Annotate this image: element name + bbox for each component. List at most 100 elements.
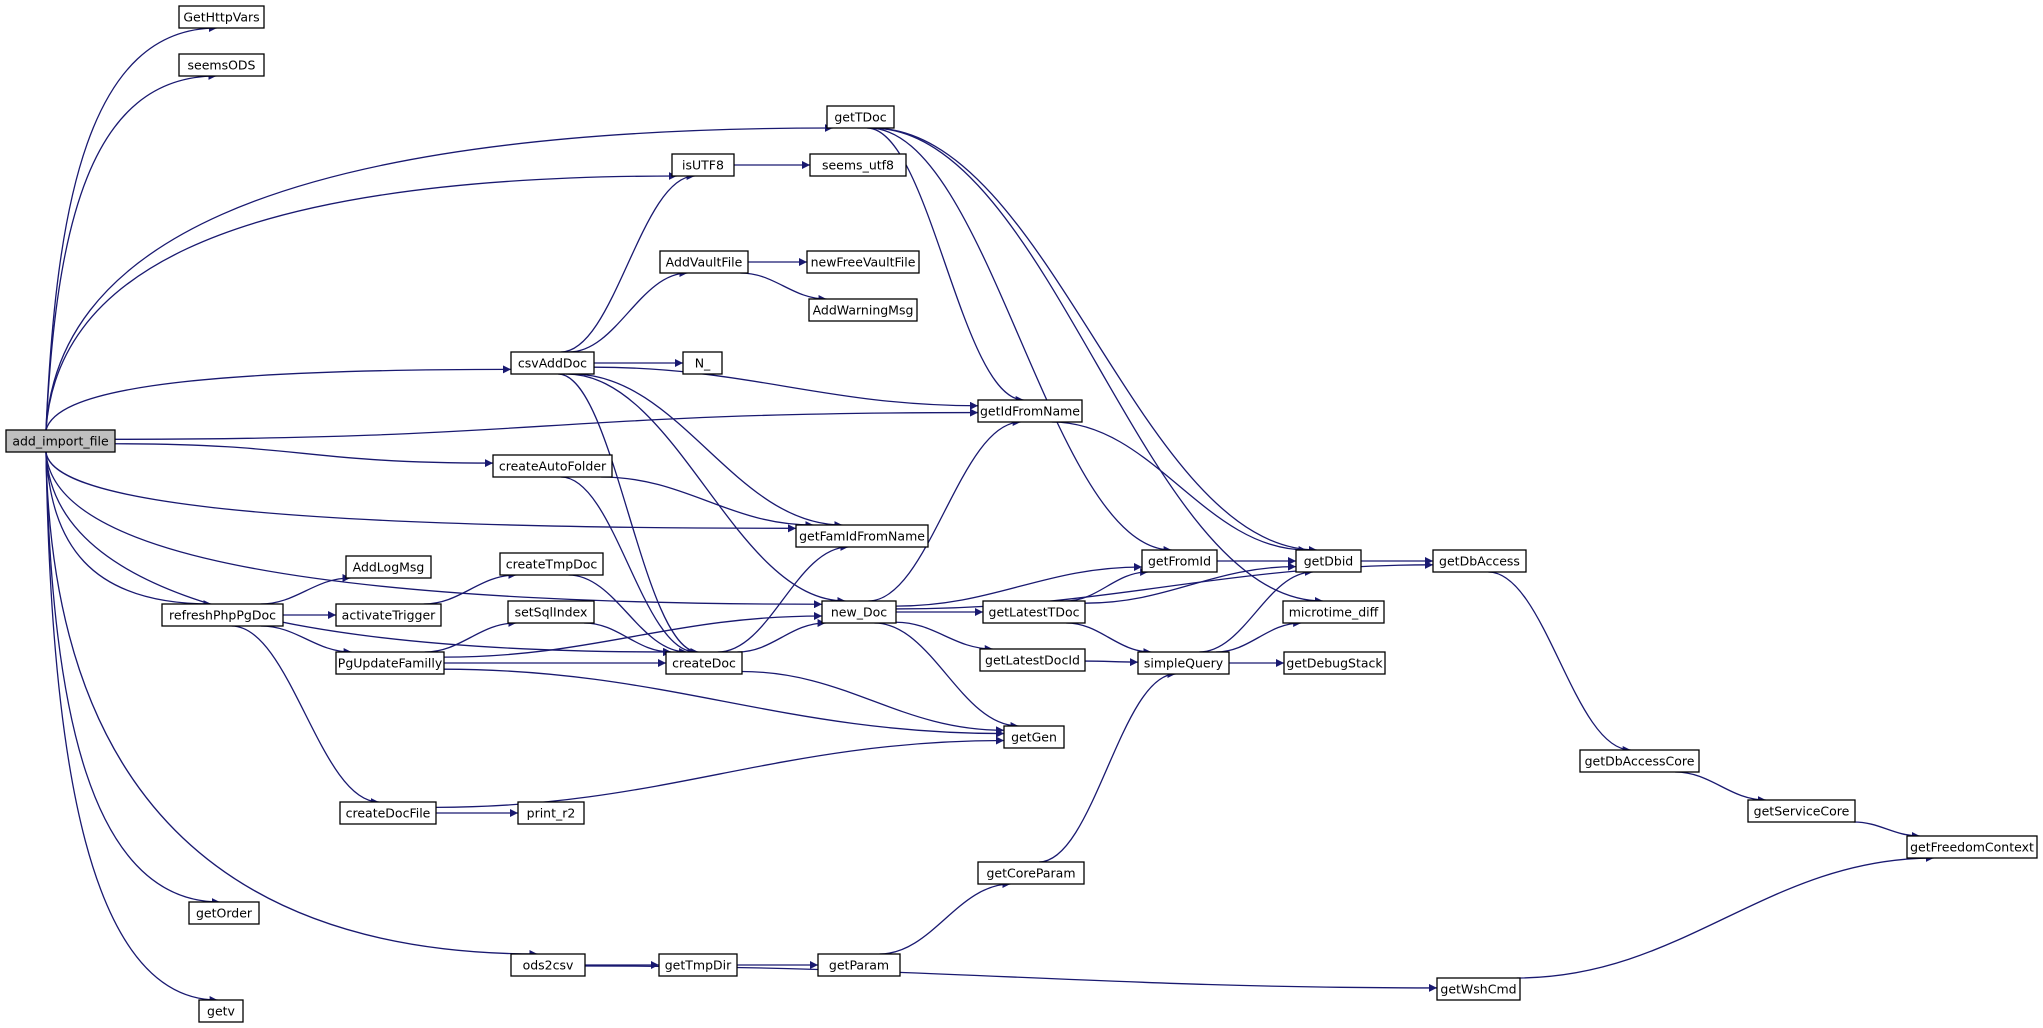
node-box[interactable] (826, 105, 895, 129)
node-box[interactable] (795, 524, 929, 548)
node-getLatestDocId[interactable]: getLatestDocId (979, 648, 1086, 672)
node-box[interactable] (821, 600, 897, 624)
edge-refreshPhpPgDoc-to-createDocFile (231, 625, 379, 806)
node-box[interactable] (1579, 749, 1700, 773)
node-csvAddDoc[interactable]: csvAddDoc (510, 351, 595, 375)
node-box[interactable] (198, 999, 244, 1023)
node-box[interactable] (335, 651, 445, 675)
node-getFromId[interactable]: getFromId (1141, 549, 1218, 573)
node-box[interactable] (517, 801, 585, 825)
node-box[interactable] (665, 651, 743, 675)
node-getServiceCore[interactable]: getServiceCore (1747, 799, 1856, 823)
node-seemsODS[interactable]: seemsODS (178, 53, 265, 77)
node-getOrder[interactable]: getOrder (188, 901, 260, 925)
node-getDbid[interactable]: getDbid (1295, 549, 1362, 573)
node-label: refreshPhpPgDoc (169, 608, 276, 623)
node-box[interactable] (161, 603, 284, 627)
edge-getCoreParam-to-simpleQuery (1038, 670, 1176, 863)
node-AddVaultFile[interactable]: AddVaultFile (659, 250, 749, 274)
node-box[interactable] (499, 552, 604, 576)
node-getv[interactable]: getv (198, 999, 244, 1023)
node-box[interactable] (1436, 977, 1521, 1001)
node-box[interactable] (1295, 549, 1362, 573)
node-simpleQuery[interactable]: simpleQuery (1137, 651, 1230, 675)
node-getDbAccess[interactable]: getDbAccess (1432, 549, 1527, 573)
node-box[interactable] (5, 429, 116, 453)
node-createDocFile[interactable]: createDocFile (339, 801, 437, 825)
node-ods2csv[interactable]: ods2csv (510, 953, 586, 977)
node-box[interactable] (178, 5, 265, 29)
edge-add_import_file-to-getIdFromName (114, 408, 979, 440)
node-label: getServiceCore (1754, 804, 1850, 819)
node-setSqlIndex[interactable]: setSqlIndex (507, 600, 595, 624)
node-getFamIdFromName[interactable]: getFamIdFromName (795, 524, 929, 548)
node-getDbAccessCore[interactable]: getDbAccessCore (1579, 749, 1700, 773)
node-getLatestTDoc[interactable]: getLatestTDoc (982, 600, 1086, 624)
node-getFreedomContext[interactable]: getFreedomContext (1906, 835, 2038, 859)
edge-createDocFile-to-getGen (435, 736, 1005, 809)
node-createDoc[interactable]: createDoc (665, 651, 743, 675)
edge-new_Doc-to-getLatestDocId (895, 621, 993, 653)
node-box[interactable] (178, 53, 265, 77)
node-createTmpDoc[interactable]: createTmpDoc (499, 552, 604, 576)
node-box[interactable] (1283, 651, 1386, 675)
node-box[interactable] (1282, 600, 1385, 624)
node-seems_utf8[interactable]: seems_utf8 (809, 153, 907, 177)
node-box[interactable] (809, 153, 907, 177)
node-box[interactable] (507, 600, 595, 624)
node-box[interactable] (510, 953, 586, 977)
node-createAutoFolder[interactable]: createAutoFolder (492, 454, 613, 478)
node-new_Doc[interactable]: new_Doc (821, 600, 897, 624)
node-getDebugStack[interactable]: getDebugStack (1283, 651, 1386, 675)
node-N_[interactable]: N_ (682, 351, 723, 375)
node-AddWarningMsg[interactable]: AddWarningMsg (808, 298, 918, 322)
node-box[interactable] (345, 555, 432, 579)
node-activateTrigger[interactable]: activateTrigger (335, 603, 442, 627)
node-isUTF8[interactable]: isUTF8 (671, 153, 735, 177)
node-box[interactable] (335, 603, 442, 627)
node-box[interactable] (1747, 799, 1856, 823)
node-refreshPhpPgDoc[interactable]: refreshPhpPgDoc (161, 603, 284, 627)
node-box[interactable] (1432, 549, 1527, 573)
node-getWshCmd[interactable]: getWshCmd (1436, 977, 1521, 1001)
node-getIdFromName[interactable]: getIdFromName (977, 399, 1083, 423)
node-box[interactable] (1906, 835, 2038, 859)
node-getParam[interactable]: getParam (817, 953, 901, 977)
node-box[interactable] (817, 953, 901, 977)
node-box[interactable] (339, 801, 437, 825)
node-microtime_diff[interactable]: microtime_diff (1282, 600, 1385, 624)
node-box[interactable] (977, 399, 1083, 423)
node-box[interactable] (982, 600, 1086, 624)
edge-line (871, 127, 1323, 605)
node-box[interactable] (1141, 549, 1218, 573)
node-box[interactable] (1137, 651, 1230, 675)
node-box[interactable] (510, 351, 595, 375)
node-GetHttpVars[interactable]: GetHttpVars (178, 5, 265, 29)
node-box[interactable] (492, 454, 613, 478)
node-getGen[interactable]: getGen (1003, 725, 1065, 749)
edge-line (572, 373, 843, 529)
node-label: getTDoc (834, 110, 886, 125)
node-AddLogMsg[interactable]: AddLogMsg (345, 555, 432, 579)
node-getCoreParam[interactable]: getCoreParam (977, 861, 1085, 885)
node-box[interactable] (979, 648, 1086, 672)
node-box[interactable] (977, 861, 1085, 885)
node-getTmpDir[interactable]: getTmpDir (658, 953, 738, 977)
node-box[interactable] (188, 901, 260, 925)
node-box[interactable] (671, 153, 735, 177)
edge-line (443, 668, 1005, 738)
node-box[interactable] (808, 298, 918, 322)
node-newFreeVaultFile[interactable]: newFreeVaultFile (806, 250, 920, 274)
node-PgUpdateFamilly[interactable]: PgUpdateFamilly (335, 651, 445, 675)
node-add_import_file[interactable]: add_import_file (5, 429, 116, 453)
node-label: print_r2 (527, 806, 576, 821)
node-box[interactable] (658, 953, 738, 977)
node-print_r2[interactable]: print_r2 (517, 801, 585, 825)
node-getTDoc[interactable]: getTDoc (826, 105, 895, 129)
edge-line (45, 451, 218, 1004)
node-box[interactable] (1003, 725, 1065, 749)
node-box[interactable] (682, 351, 723, 375)
edge-line (872, 127, 1317, 554)
node-box[interactable] (806, 250, 920, 274)
node-box[interactable] (659, 250, 749, 274)
